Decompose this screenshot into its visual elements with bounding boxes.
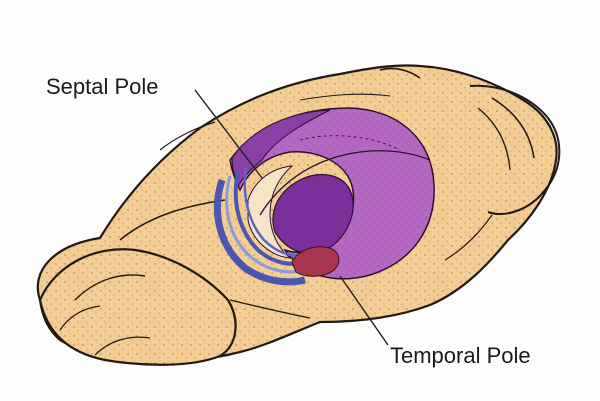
- septal-pole-label: Septal Pole: [46, 74, 159, 99]
- temporal-pole-label: Temporal Pole: [390, 343, 531, 368]
